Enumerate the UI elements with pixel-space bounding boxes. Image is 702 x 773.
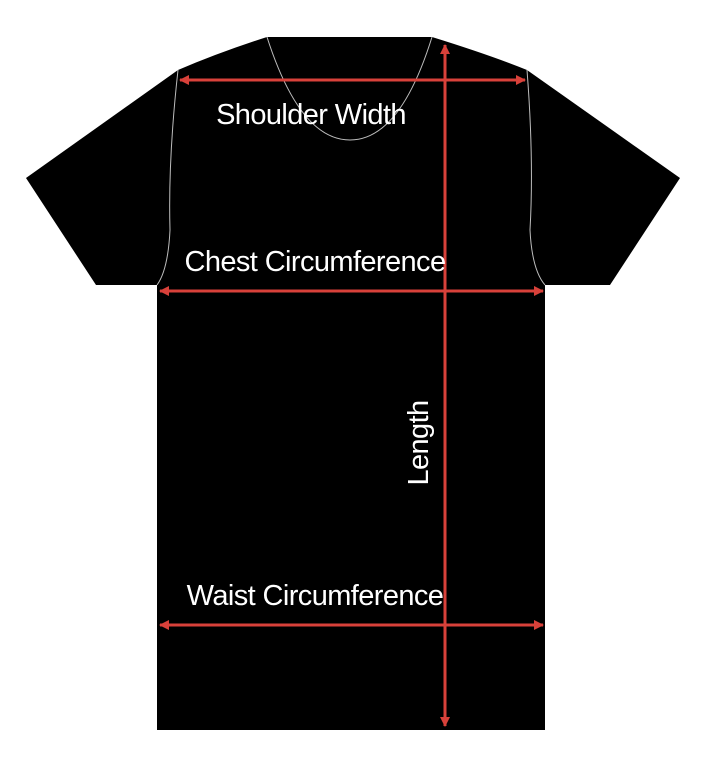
- tshirt-body: [26, 37, 680, 730]
- neckline-seam: [266, 36, 433, 141]
- length-label: Length: [403, 400, 435, 485]
- shoulder-width-label: Shoulder Width: [216, 99, 406, 131]
- right-armhole-seam: [526, 69, 546, 286]
- chest-circumference-label: Chest Circumference: [185, 246, 446, 278]
- waist-circumference-label: Waist Circumference: [187, 580, 444, 612]
- left-armhole-seam: [156, 69, 179, 286]
